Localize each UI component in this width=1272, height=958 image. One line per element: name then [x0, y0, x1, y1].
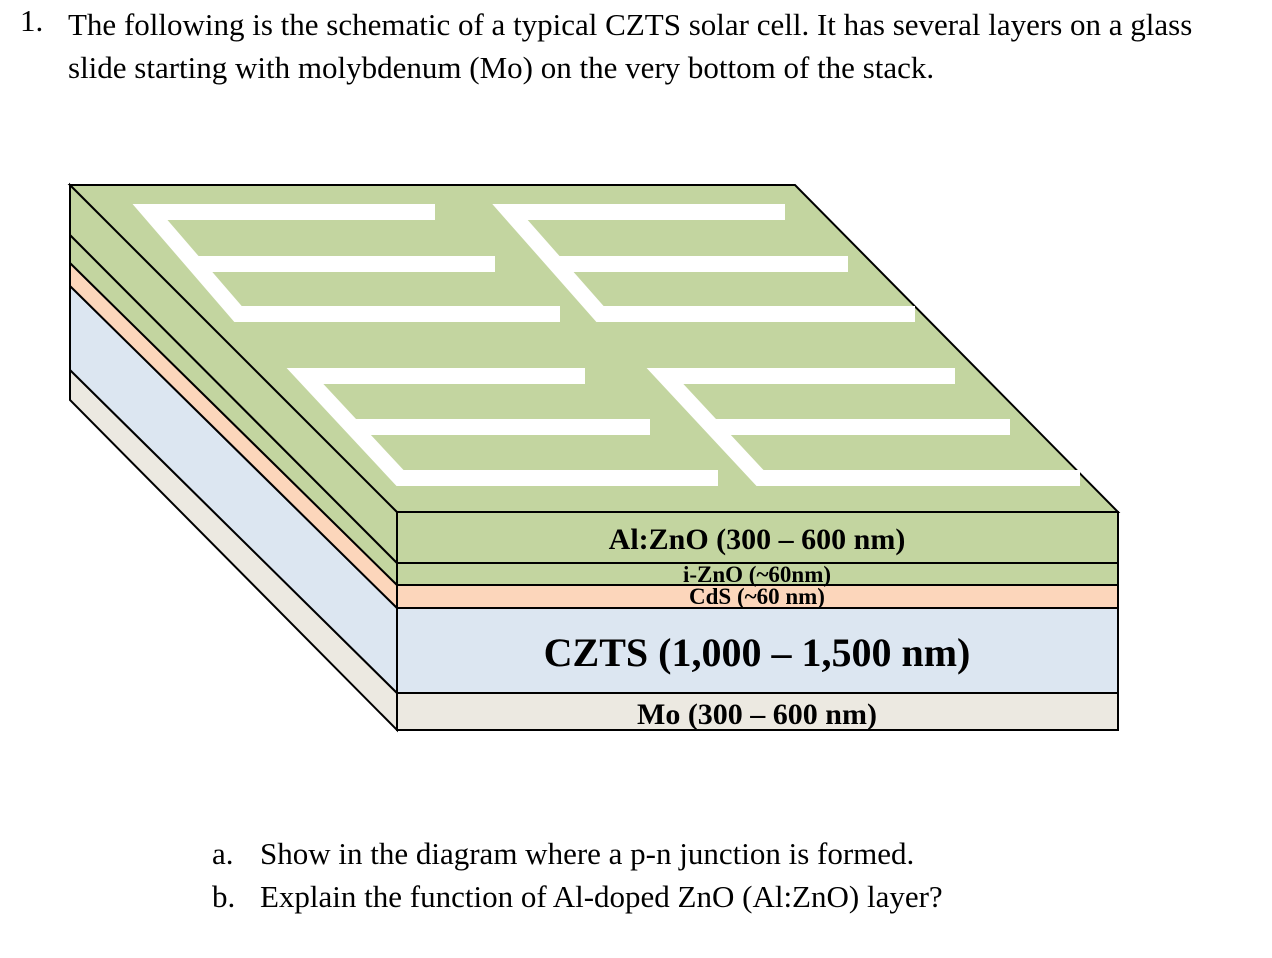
layer-mo: [396, 692, 1119, 731]
subquestion-a-text: Show in the diagram where a p-n junction…: [260, 836, 915, 871]
question-number: 1.: [20, 3, 44, 38]
layer-czts: [396, 607, 1119, 694]
label-izno: i-ZnO (~60nm): [683, 562, 831, 587]
question-text: The following is the schematic of a typi…: [68, 7, 1193, 85]
subquestion-b-text: Explain the function of Al-doped ZnO (Al…: [260, 879, 943, 914]
subquestion-b: b. Explain the function of Al-doped ZnO (…: [212, 879, 943, 915]
label-mo: Mo (300 – 600 nm): [637, 698, 877, 731]
layer-alzno: [396, 511, 1119, 564]
subquestion-a: a. Show in the diagram where a p-n juncti…: [212, 836, 914, 872]
grid-contact-4: [646, 368, 1080, 486]
grid-contact-2: [492, 204, 915, 322]
metal-grid-contacts: [132, 204, 1080, 486]
label-alzno: Al:ZnO (300 – 600 nm): [609, 523, 906, 556]
front-face: [396, 511, 1119, 731]
grid-contact-3: [286, 368, 718, 486]
grid-contact-1: [132, 204, 560, 322]
label-czts: CZTS (1,000 – 1,500 nm): [544, 630, 971, 675]
label-cds: CdS (~60 nm): [689, 584, 825, 609]
subquestion-a-label: a.: [212, 836, 234, 871]
side-face: [69, 182, 398, 733]
subquestion-b-label: b.: [212, 879, 236, 914]
